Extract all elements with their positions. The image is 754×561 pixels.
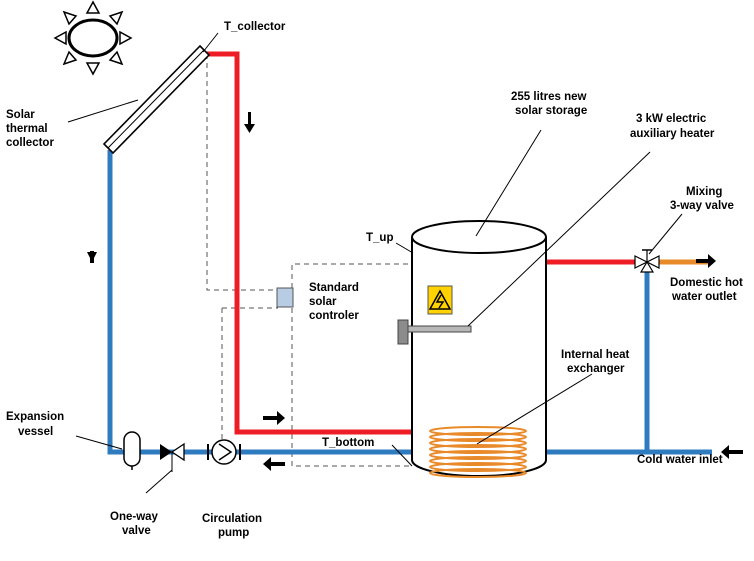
- mixing-valve-label-2: 3-way valve: [670, 200, 734, 212]
- pipework: [107, 51, 712, 455]
- solar-collector-label-3: collector: [6, 137, 54, 149]
- one-way-valve-label-2: valve: [122, 525, 151, 537]
- t-collector-label: T_collector: [224, 21, 286, 33]
- flow-arrows: [87, 112, 743, 471]
- heater-label-2: auxiliary heater: [630, 128, 715, 140]
- domestic-outlet-label-1: Domestic hot: [670, 277, 743, 289]
- high-voltage-icon: [427, 285, 453, 315]
- cold-return-pipe: [107, 150, 424, 455]
- mixing-valve-label-1: Mixing: [686, 186, 722, 198]
- storage-label-2: solar storage: [515, 105, 587, 117]
- solar-collector-label-1: Solar: [6, 109, 35, 121]
- one-way-valve-label-1: One-way: [110, 511, 159, 523]
- domestic-outlet-label-2: water outlet: [671, 291, 737, 303]
- leader-lines: [67, 32, 683, 494]
- expansion-vessel-label-2: vessel: [18, 426, 53, 438]
- one-way-valve: [160, 442, 185, 472]
- heat-exchanger-label-2: exchanger: [567, 363, 625, 375]
- expansion-vessel: [123, 431, 141, 470]
- heat-exchanger-coil: [429, 426, 527, 478]
- controller-label-1: Standard: [309, 282, 359, 294]
- sensor-wires: [206, 54, 412, 467]
- arrow-icon: [696, 254, 716, 268]
- arrow-icon: [244, 112, 255, 133]
- heater-label-1: 3 kW electric: [636, 113, 707, 125]
- labels: T_collector Solar thermal collector 255 …: [6, 21, 743, 539]
- electric-heater: [397, 285, 472, 345]
- hot-supply-pipe: [207, 51, 424, 435]
- arrow-icon: [721, 445, 743, 459]
- arrow-icon: [90, 251, 94, 263]
- arrow-icon: [263, 457, 285, 471]
- t-up-label: T_up: [366, 232, 393, 244]
- circulation-pump-label-1: Circulation: [202, 513, 262, 525]
- solar-collector-label-2: thermal: [6, 123, 48, 135]
- t-bottom-label: T_bottom: [322, 437, 374, 449]
- circulation-pump-label-2: pump: [218, 527, 249, 539]
- mixing-3-way-valve: [634, 249, 660, 273]
- storage-label-1: 255 litres new: [511, 91, 586, 103]
- circulation-pump: [207, 439, 241, 465]
- controller-label-3: controler: [309, 310, 359, 322]
- arrow-icon: [263, 411, 285, 425]
- cold-inlet-label: Cold water inlet: [637, 454, 723, 466]
- sun-icon: [53, 0, 133, 76]
- heat-exchanger-label-1: Internal heat: [561, 349, 630, 361]
- solar-controller-box: [276, 287, 294, 308]
- expansion-vessel-label-1: Expansion: [6, 411, 64, 423]
- solar-thermal-collector: [102, 44, 211, 155]
- controller-label-2: solar: [309, 296, 337, 308]
